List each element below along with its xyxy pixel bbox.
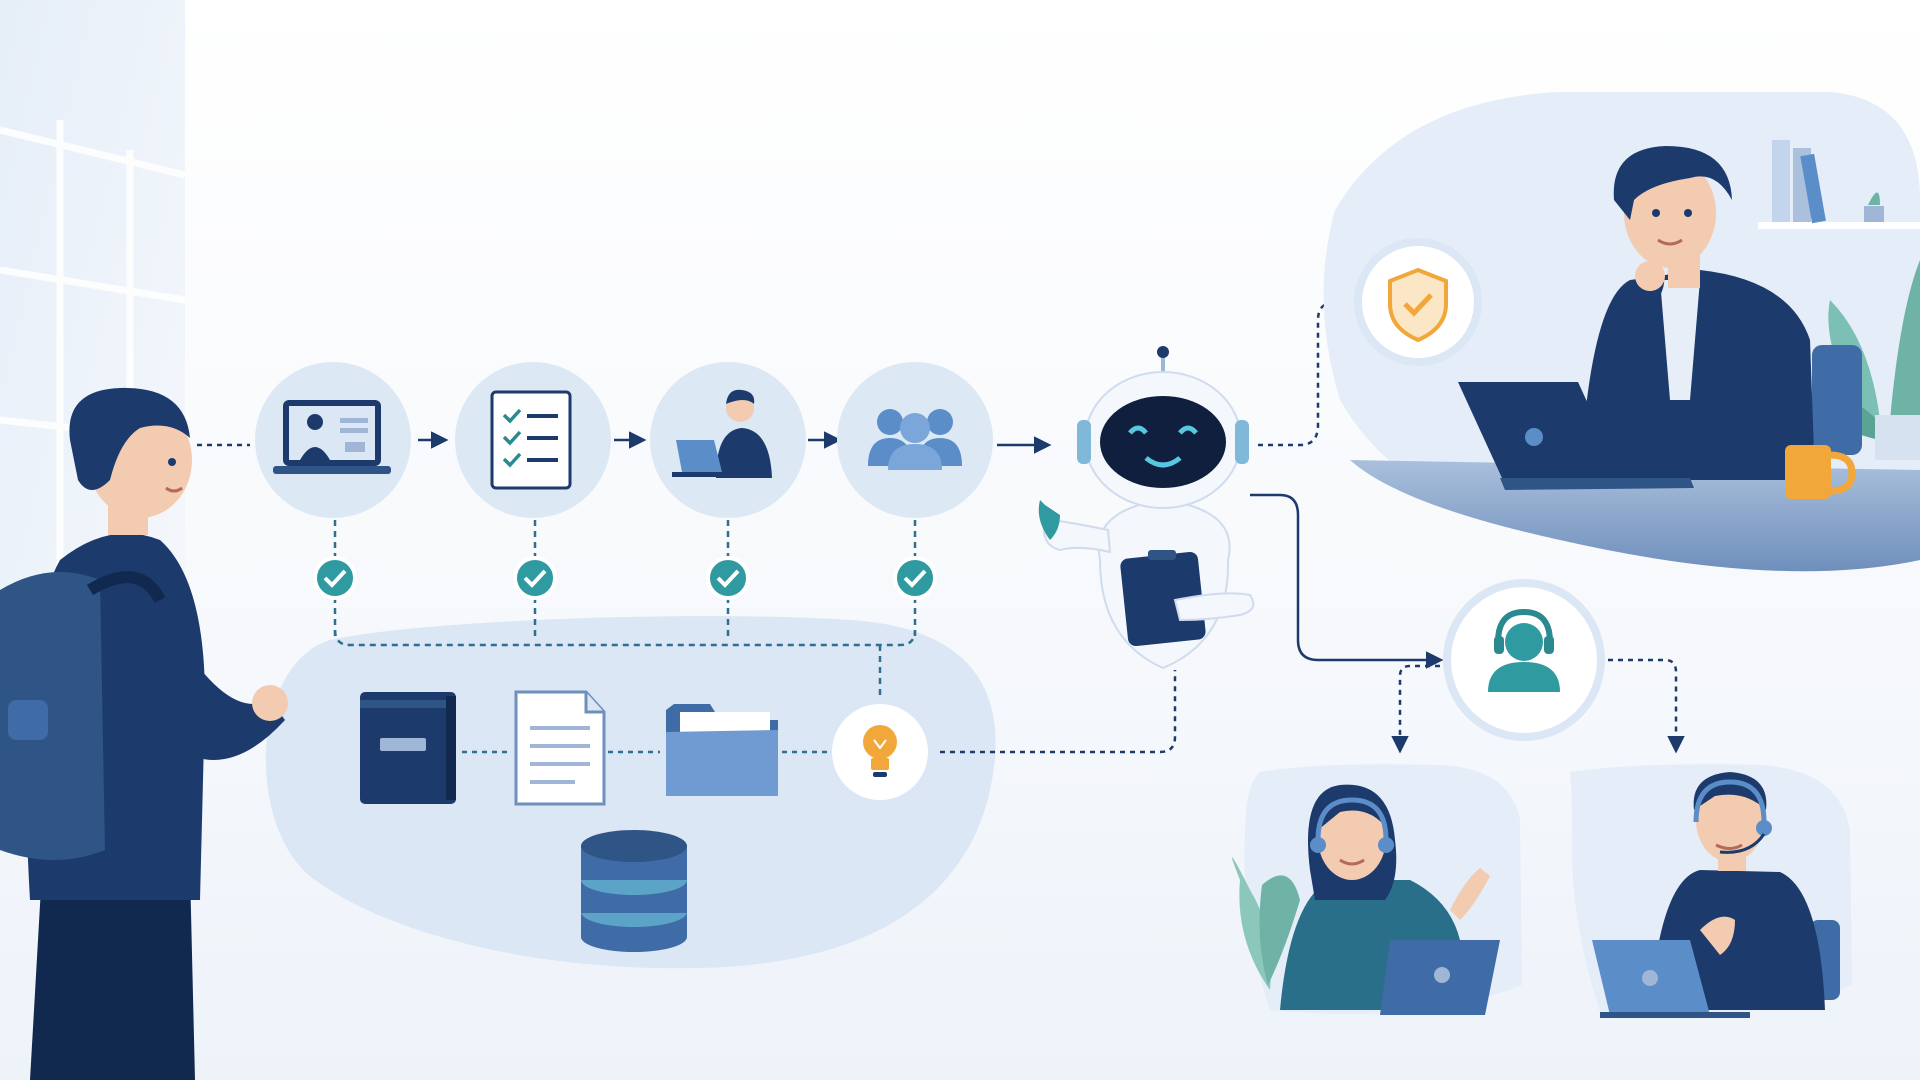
shelf-with-books: [1758, 140, 1920, 229]
step-3-circle: [650, 362, 806, 518]
team-group-icon: [868, 409, 962, 470]
plant-leaves-icon: [1232, 857, 1300, 990]
step-1-circle: [255, 362, 411, 518]
support-agent-headset-icon: [1443, 579, 1605, 741]
man-at-laptop: [1580, 146, 1815, 480]
check-icon: [313, 556, 357, 600]
ai-assistant-robot-icon: [1038, 346, 1255, 670]
office-scene: [1323, 92, 1920, 572]
lightbulb-icon: [832, 704, 928, 800]
check-icon: [513, 556, 557, 600]
database-icon: [581, 830, 687, 952]
person-with-backpack: [0, 387, 288, 1080]
step-2-circle: [455, 362, 611, 518]
checklist-document-icon: [490, 390, 572, 490]
laptop-icon: [1458, 382, 1694, 490]
video-call-laptop-icon: [273, 400, 391, 474]
coffee-mug-icon: [1785, 445, 1856, 499]
step-checkmarks: [313, 556, 937, 600]
support-agent-man: [1570, 764, 1852, 1018]
flow-arrows: [197, 293, 1685, 754]
backpack-icon: [0, 571, 166, 860]
document-icon: [514, 690, 606, 806]
security-shield-icon: [1354, 238, 1482, 366]
person-at-laptop-icon: [672, 389, 772, 478]
book-icon: [360, 692, 456, 804]
step-4-circle: [837, 362, 993, 518]
knowledge-base-items: [360, 690, 928, 952]
support-agent-woman: [1232, 764, 1522, 1015]
check-icon: [893, 556, 937, 600]
check-icon: [706, 556, 750, 600]
folder-icon: [666, 704, 778, 796]
